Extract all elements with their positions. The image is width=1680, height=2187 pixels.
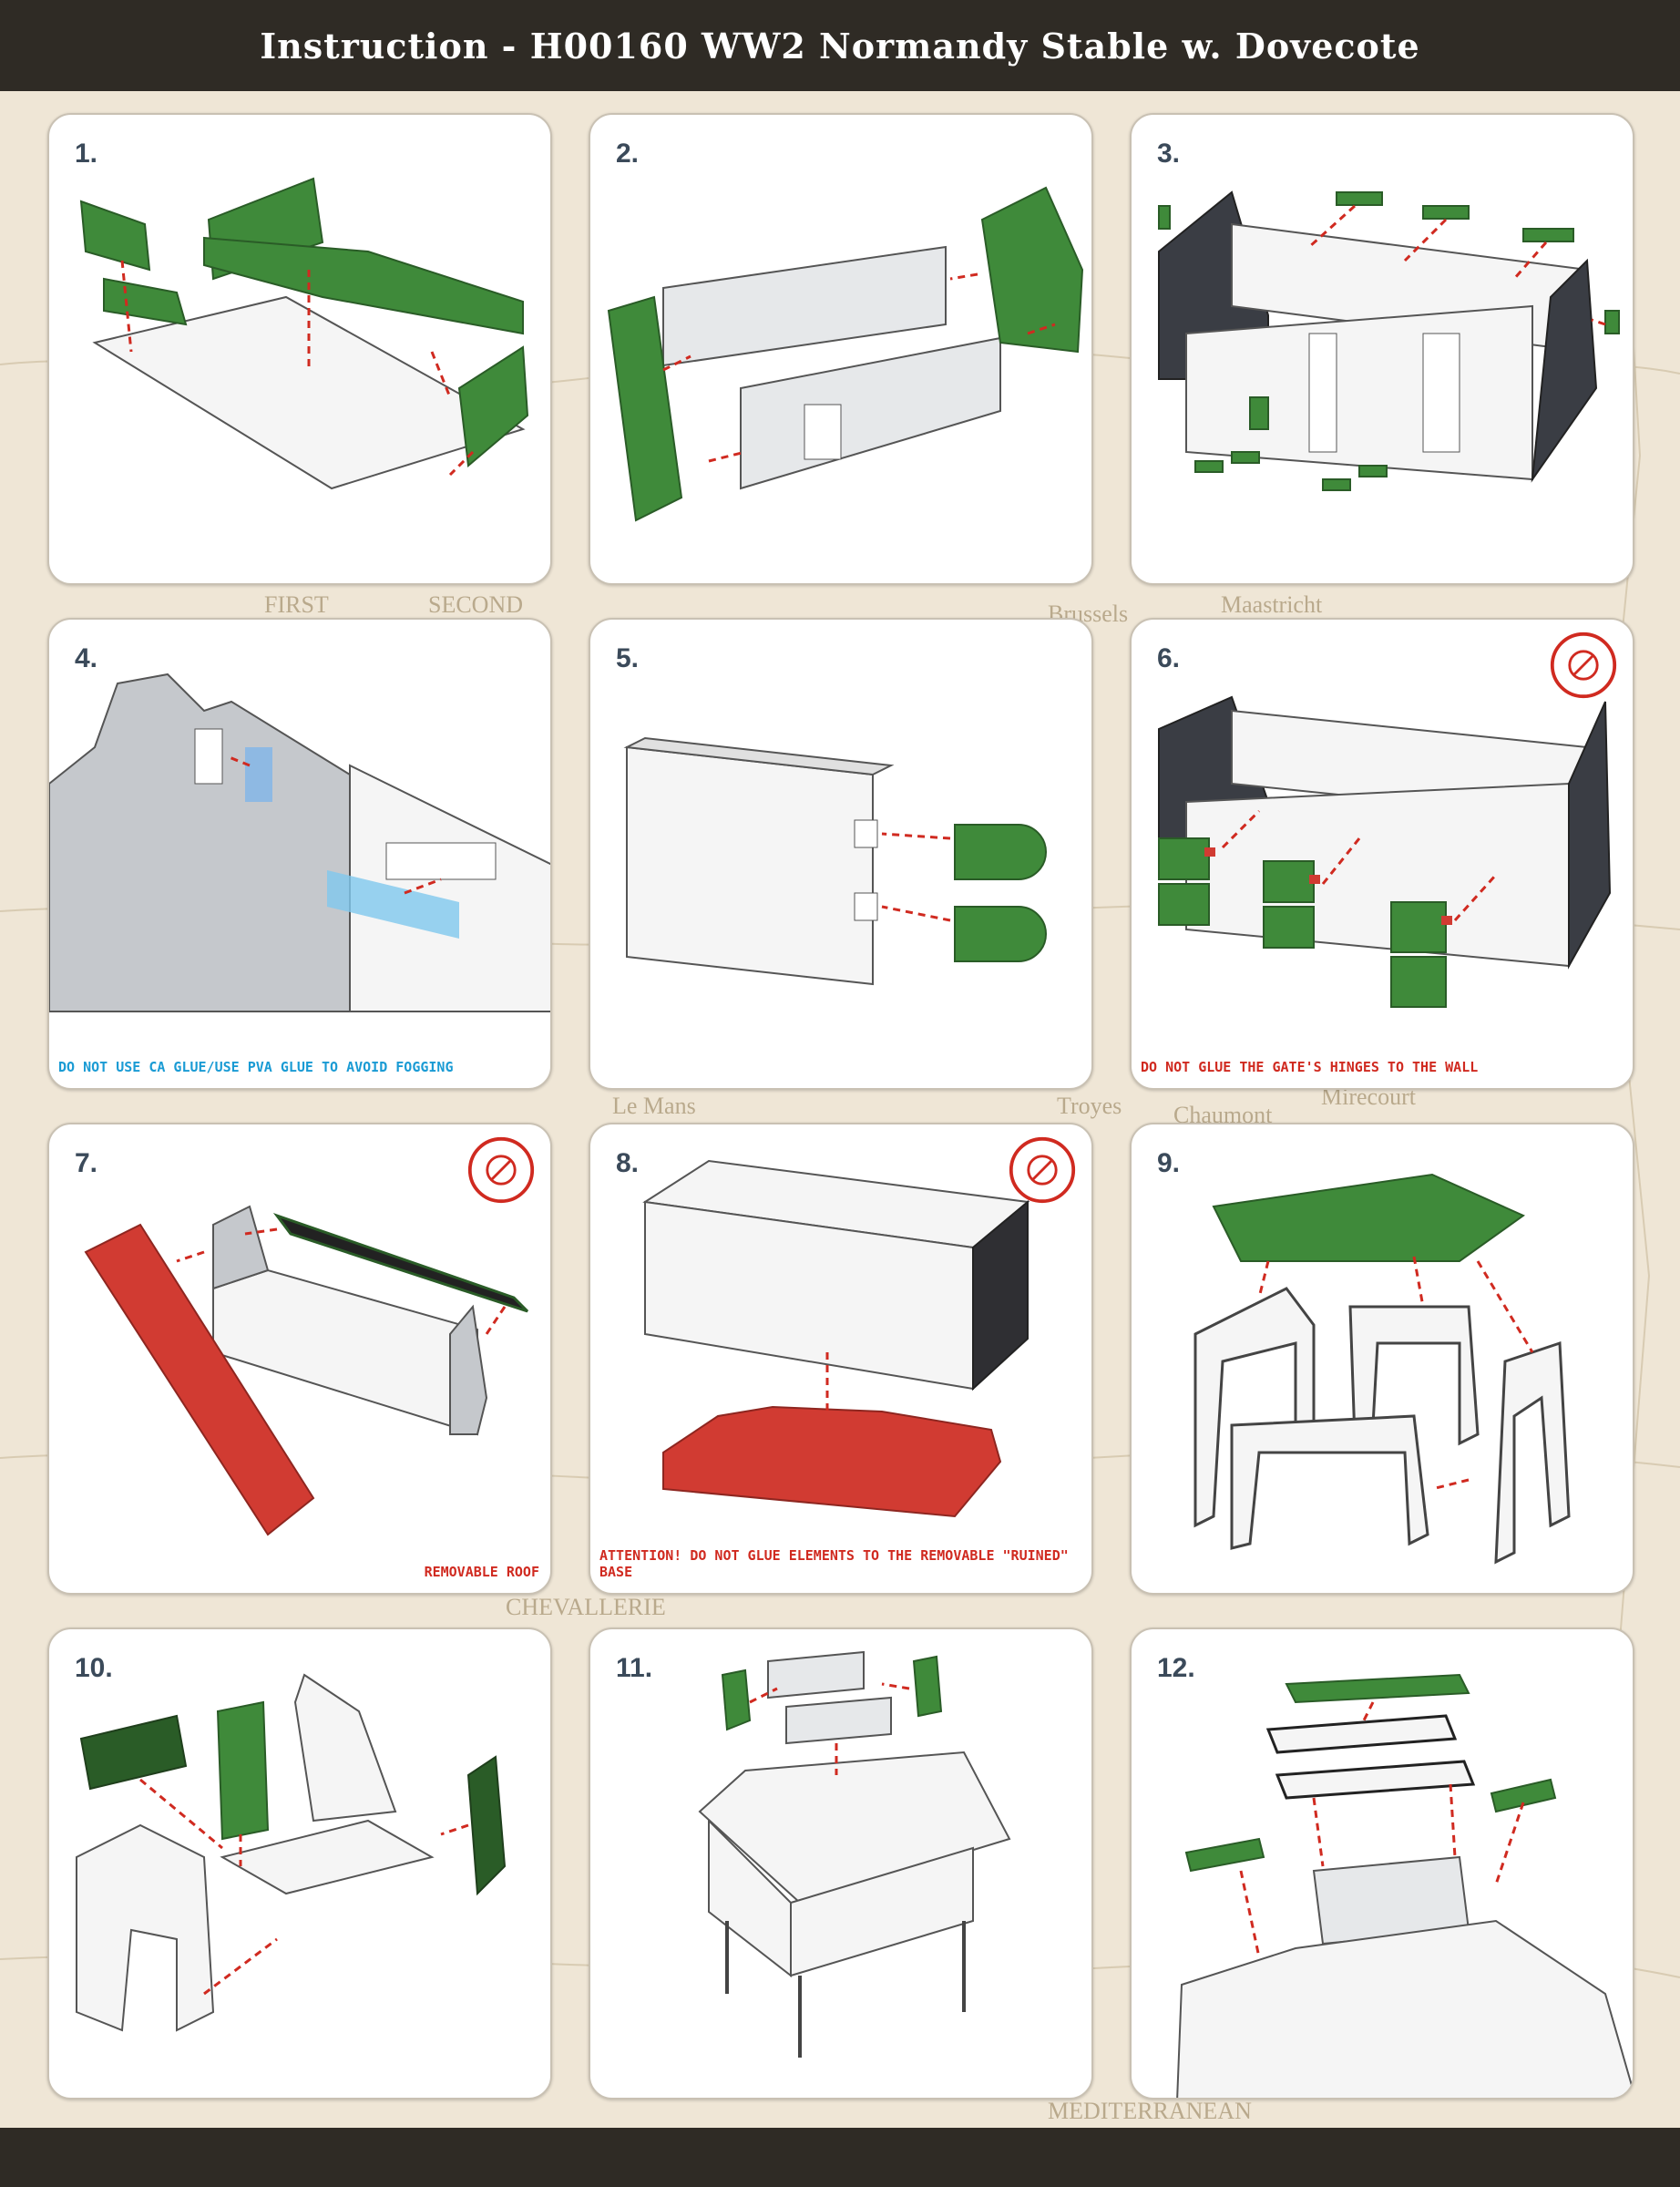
- page-title: Instruction - H00160 WW2 Normandy Stable…: [260, 25, 1420, 67]
- map-label-maastricht: Maastricht: [1221, 591, 1323, 618]
- step-10-illustration: [76, 1673, 507, 2032]
- map-label-chevallerie: CHEVALLERIE: [506, 1594, 666, 1620]
- step-panel-5: 5.: [589, 618, 1093, 1090]
- step-2-illustration: [607, 186, 1084, 522]
- step-number: 10.: [75, 1653, 113, 1683]
- step-11-illustration: [698, 1650, 1011, 2058]
- map-label-mediterranean: MEDITERRANEAN: [1048, 2098, 1252, 2124]
- map-label-first: FIRST: [264, 591, 329, 618]
- step-panel-12: 12.: [1130, 1627, 1634, 2100]
- step-note: ATTENTION! DO NOT GLUE ELEMENTS TO THE R…: [599, 1547, 1069, 1580]
- step-number: 9.: [1157, 1148, 1181, 1178]
- step-12-illustration: [1176, 1673, 1633, 2098]
- step-number: 5.: [616, 643, 640, 673]
- step-number: 8.: [616, 1148, 640, 1178]
- step-number: 6.: [1157, 643, 1181, 673]
- step-panel-8: 8. ATTENTION! DO NOT GLUE ELEMENTS TO TH…: [589, 1123, 1093, 1595]
- step-panel-11: 11.: [589, 1627, 1093, 2100]
- step-7-illustration: [84, 1205, 529, 1536]
- step-panel-2: 2.: [589, 113, 1093, 585]
- step-panel-7: 7. REMOVABLE ROOF: [47, 1123, 552, 1595]
- attention-badge-icon: [467, 1136, 535, 1204]
- instruction-grid: 1. 2.: [47, 113, 1634, 2101]
- step-number: 7.: [75, 1148, 98, 1178]
- step-note: DO NOT GLUE THE GATE'S HINGES TO THE WAL…: [1141, 1059, 1479, 1075]
- step-number: 12.: [1157, 1653, 1195, 1683]
- step-note: DO NOT USE CA GLUE/USE PVA GLUE TO AVOID…: [58, 1059, 454, 1075]
- attention-badge-icon: [1009, 1136, 1076, 1204]
- step-number: 3.: [1157, 139, 1181, 169]
- step-number: 4.: [75, 643, 98, 673]
- step-1-illustration: [79, 177, 529, 490]
- step-number: 1.: [75, 139, 98, 169]
- step-panel-6: 6. DO NOT GLUE THE GATE'S HINGES TO THE …: [1130, 618, 1634, 1090]
- step-panel-4: 4. DO NOT USE CA GLUE/USE PVA GLUE TO AV…: [47, 618, 552, 1090]
- step-number: 11.: [616, 1653, 653, 1683]
- step-panel-9: 9.: [1130, 1123, 1634, 1595]
- map-label-troyes: Troyes: [1057, 1093, 1122, 1119]
- step-9-illustration: [1193, 1173, 1571, 1565]
- step-5-illustration: [623, 736, 1047, 986]
- attention-badge-icon: [1550, 631, 1617, 699]
- page-header: Instruction - H00160 WW2 Normandy Stable…: [0, 0, 1680, 91]
- step-number: 2.: [616, 139, 640, 169]
- step-8-illustration: [642, 1159, 1030, 1518]
- step-panel-1: 1.: [47, 113, 552, 585]
- step-panel-3: 3.: [1130, 113, 1634, 585]
- map-label-le-mans: Le Mans: [612, 1093, 696, 1119]
- step-3-illustration: [1158, 190, 1620, 491]
- step-note: REMOVABLE ROOF: [424, 1564, 539, 1580]
- step-6-illustration: [1158, 695, 1612, 1008]
- map-label-second: SECOND: [428, 591, 523, 618]
- page-footer: [0, 2128, 1680, 2187]
- step-panel-10: 10.: [47, 1627, 552, 2100]
- step-4-illustration: [49, 673, 550, 1012]
